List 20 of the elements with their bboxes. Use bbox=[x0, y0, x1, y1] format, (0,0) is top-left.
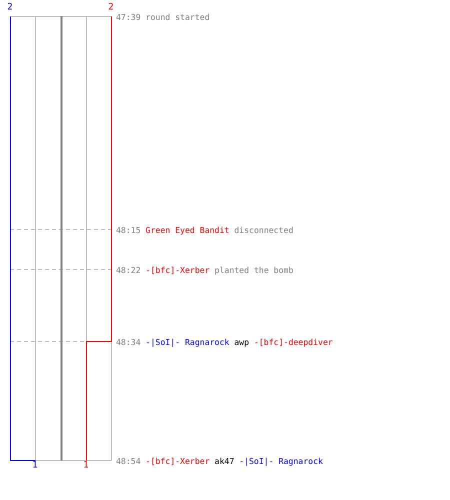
event-time: 48:34 bbox=[116, 337, 141, 346]
player-name: -|SoI|- Ragnarock bbox=[239, 456, 323, 465]
weapon-name: ak47 bbox=[214, 456, 234, 465]
event-time: 47:39 bbox=[116, 12, 141, 21]
player-count: 1 bbox=[32, 462, 38, 470]
weapon-name: awp bbox=[234, 337, 250, 346]
event-text: planted the bomb bbox=[214, 265, 294, 274]
player-count: 1 bbox=[83, 462, 89, 470]
player-name: -[bfc]-Xerber bbox=[146, 265, 210, 274]
player-count: 2 bbox=[7, 4, 13, 12]
event-text: round started bbox=[146, 12, 210, 21]
player-count: 2 bbox=[108, 4, 114, 12]
player-name: -[bfc]-Xerber bbox=[146, 456, 210, 465]
player-name: -|SoI|- Ragnarock bbox=[146, 337, 230, 346]
player-name: Green Eyed Bandit bbox=[146, 225, 230, 234]
event-time: 48:54 bbox=[116, 456, 141, 465]
event-text: disconnected bbox=[234, 225, 294, 234]
player-name: -[bfc]-deepdiver bbox=[254, 337, 333, 346]
event-time: 48:22 bbox=[116, 265, 141, 274]
event-time: 48:15 bbox=[116, 225, 141, 234]
